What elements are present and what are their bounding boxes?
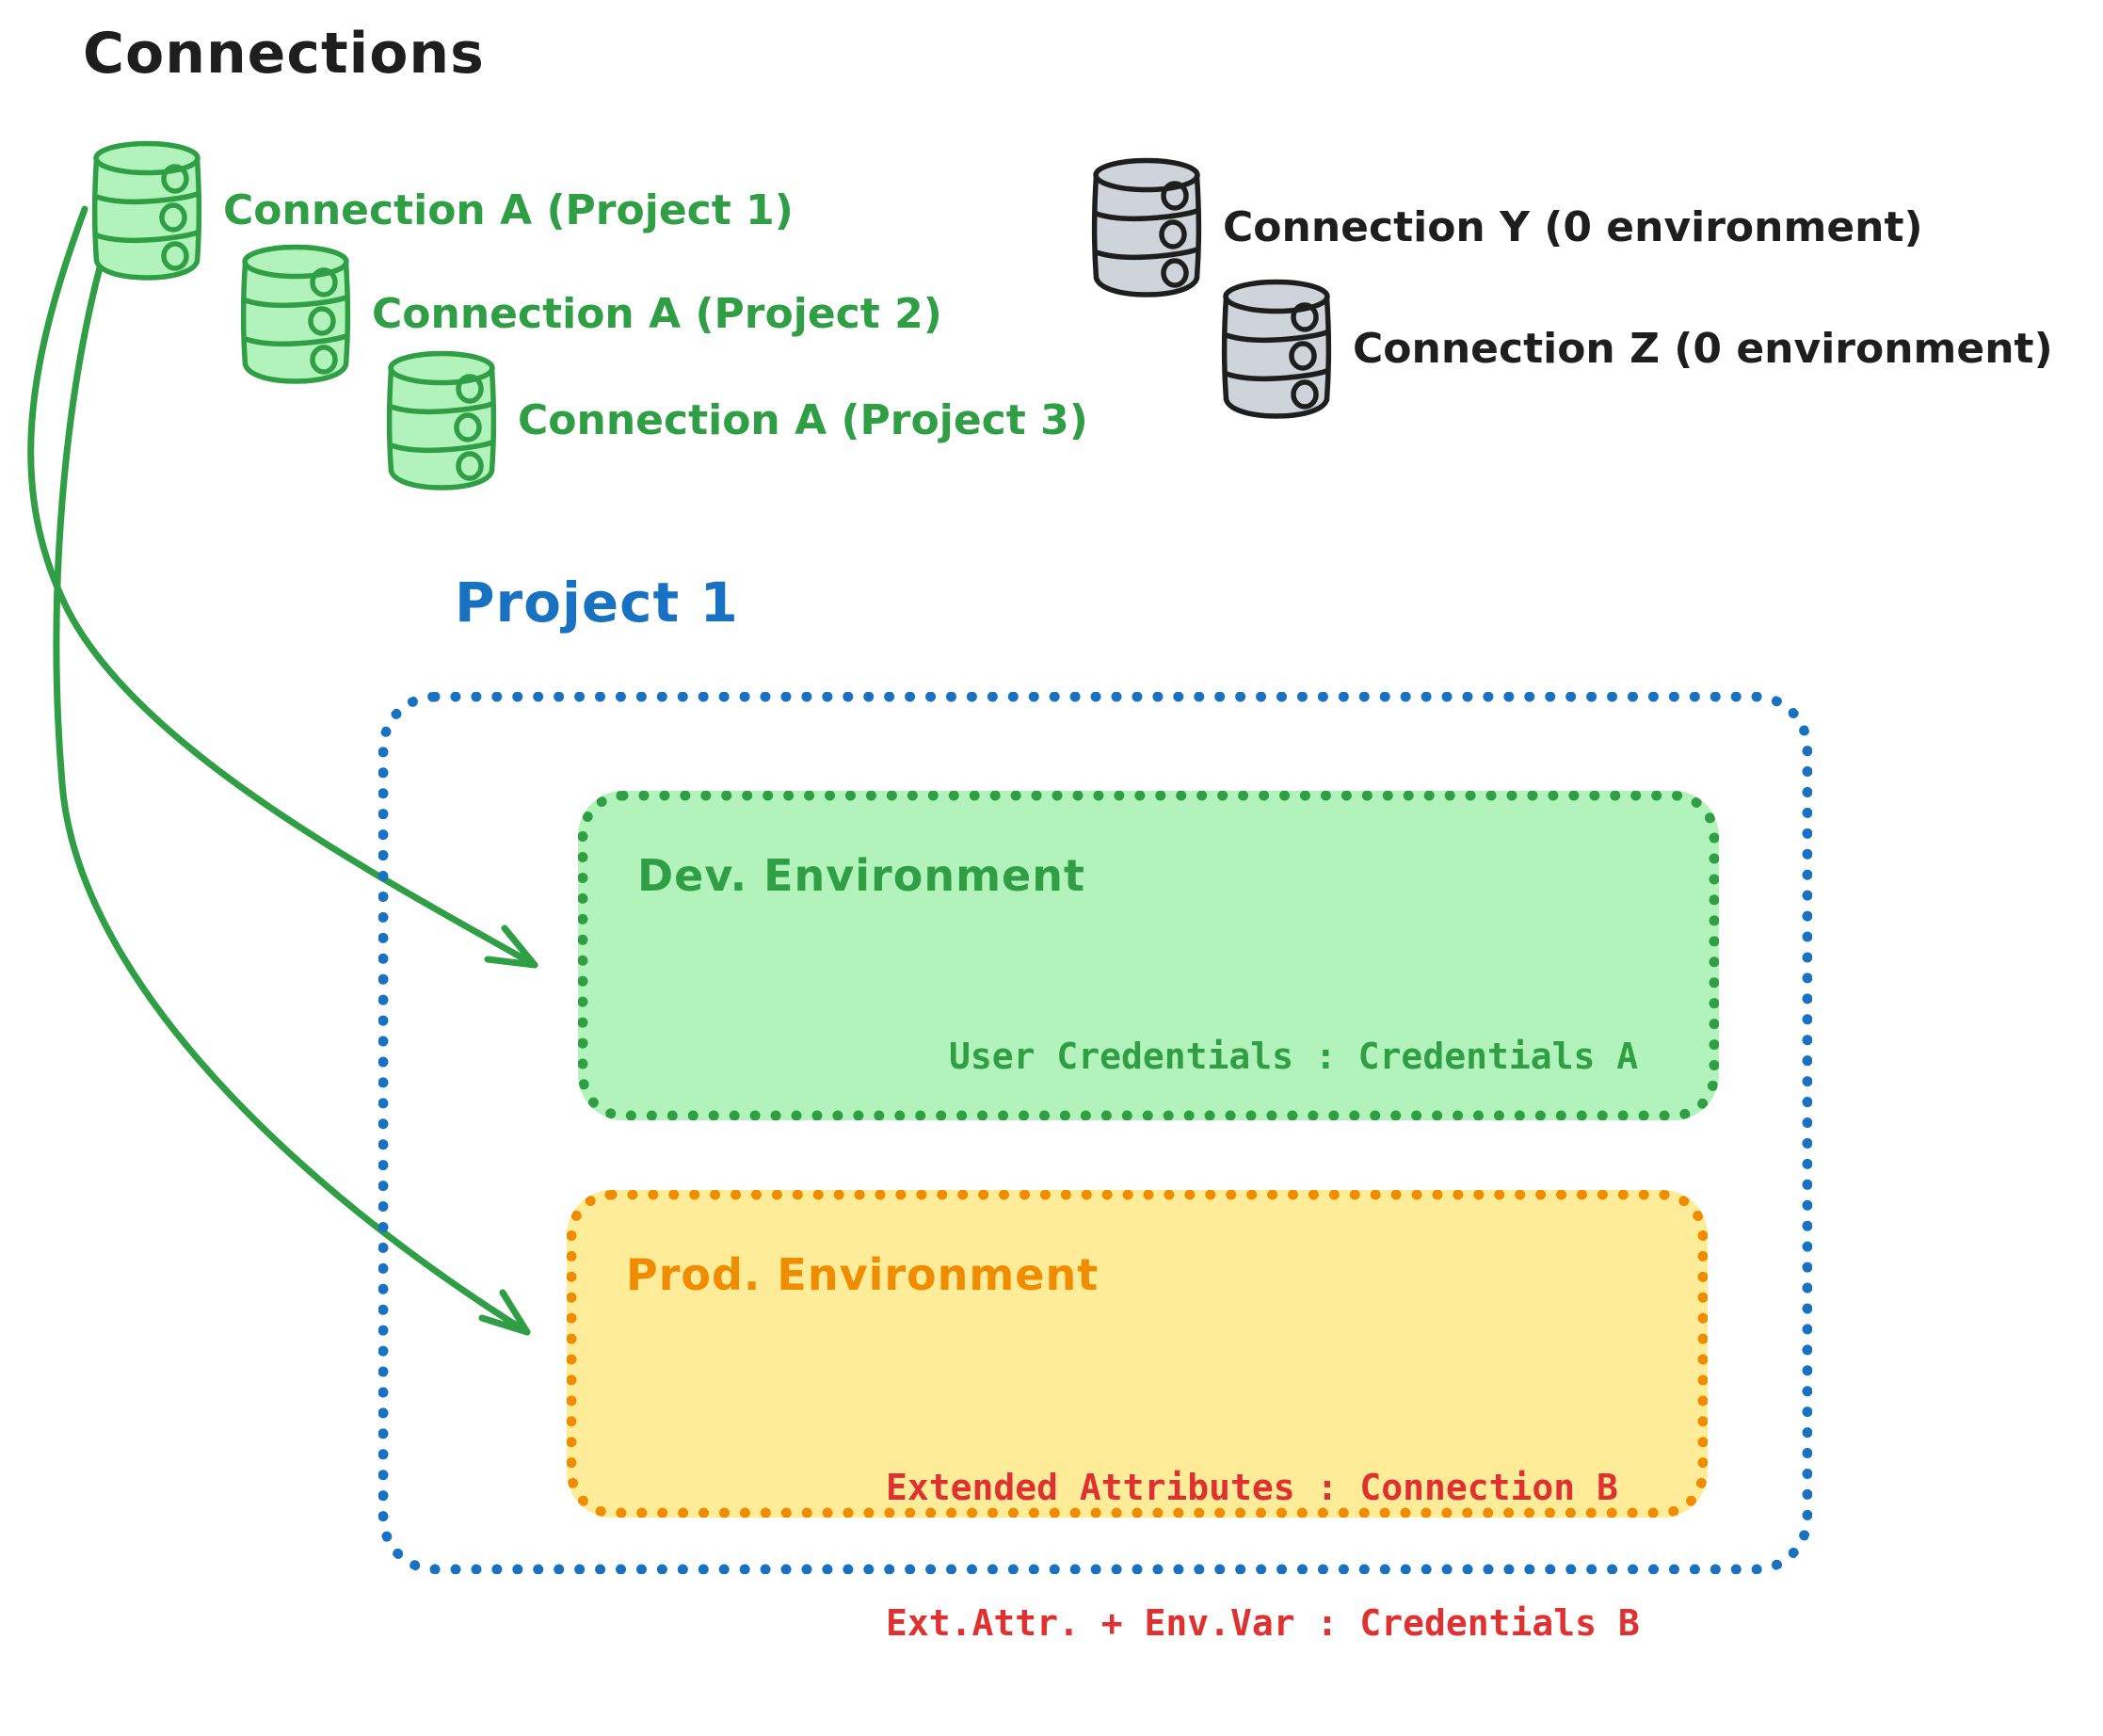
diagram-title: Connections <box>83 21 485 87</box>
connection-y: Connection Y (0 environment) <box>1089 153 1923 300</box>
diagram-canvas: Connections Connection A (Project 1) Con… <box>27 21 2053 1644</box>
database-icon <box>1219 275 1334 422</box>
connection-a-project-2: Connection A (Project 2) <box>238 240 942 387</box>
database-icon <box>1089 153 1204 300</box>
connection-label: Connection Y (0 environment) <box>1223 202 1923 251</box>
connection-label: Connection Z (0 environment) <box>1353 324 2053 373</box>
prod-mapping-line-2: Ext.Attr. + Env.Var : Credentials B <box>886 1602 1640 1644</box>
connection-label: Connection A (Project 1) <box>223 185 794 234</box>
dev-environment-title: Dev. Environment <box>637 850 1085 901</box>
connection-a-project-1: Connection A (Project 1) <box>89 137 794 283</box>
connection-z: Connection Z (0 environment) <box>1219 275 2053 422</box>
prod-environment-title: Prod. Environment <box>626 1249 1100 1300</box>
connection-a-project-3: Connection A (Project 3) <box>384 346 1088 493</box>
database-icon <box>384 346 499 493</box>
database-icon <box>238 240 353 387</box>
connection-label: Connection A (Project 3) <box>518 395 1088 444</box>
prod-mapping-line-1: Extended Attributes : Connection B <box>886 1467 1618 1508</box>
dev-credentials-mapping: User Credentials : Credentials A <box>949 1036 1639 1077</box>
database-icon <box>89 137 204 283</box>
prod-environment-box: Prod. Environment <box>567 1190 1708 1518</box>
project-1-container <box>378 692 1812 1574</box>
dev-environment-box: Dev. Environment <box>578 791 1719 1120</box>
project-title: Project 1 <box>455 571 739 635</box>
connection-label: Connection A (Project 2) <box>372 289 942 338</box>
prod-credentials-mapping: Extended Attributes : Connection B Ext.A… <box>886 1374 1640 1736</box>
